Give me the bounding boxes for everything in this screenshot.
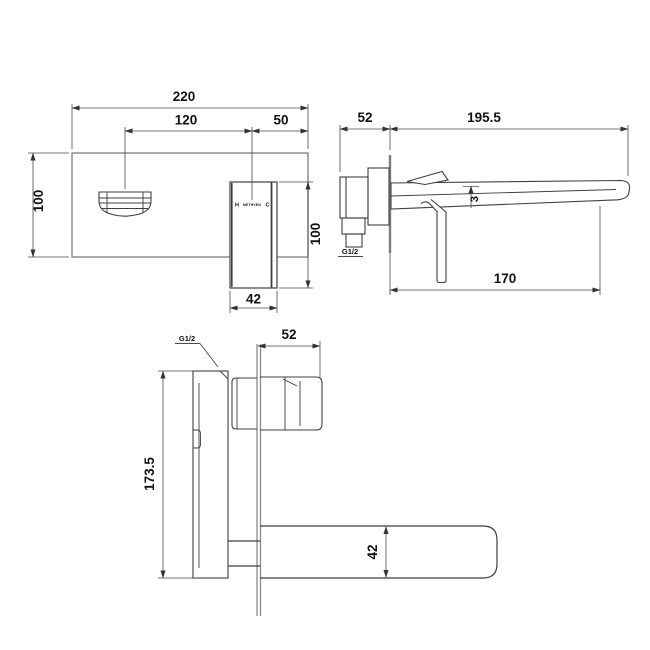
cold-indicator-label: C — [266, 203, 270, 209]
plan-spout — [228, 525, 498, 579]
dim-spout-reach: 195.5 — [467, 110, 501, 125]
front-spout-face — [98, 191, 152, 217]
front-mixer-plate: H METHVEN C — [229, 181, 278, 289]
side-valve-body — [339, 167, 390, 248]
dim-spout-center-offset: 120 — [175, 113, 198, 128]
dim-handle-center-to-edge: 50 — [273, 113, 288, 128]
dim-spout-width: 42 — [365, 544, 380, 559]
side-view: G1/2 52 195.5 — [338, 110, 631, 295]
side-inlet-thread-label: G1/2 — [342, 247, 358, 256]
plan-view-dimensions — [158, 341, 389, 579]
dim-overall-width: 220 — [173, 89, 196, 104]
dim-trim-depth: 52 — [281, 327, 296, 342]
side-lever-handle — [406, 170, 449, 284]
dim-outlet-reach: 170 — [494, 271, 517, 286]
side-spout — [390, 179, 631, 210]
plan-view: 173.5 52 42 G1/2 — [142, 327, 498, 616]
dim-mixer-plate-width: 42 — [246, 292, 261, 307]
side-view-dimensions — [339, 125, 629, 295]
dim-body-length: 173.5 — [142, 457, 157, 491]
front-view: H METHVEN C 220 — [28, 89, 323, 313]
plan-cartridge-handle — [231, 376, 323, 431]
front-view-dimensions — [28, 104, 313, 313]
plan-inlet-thread-label: G1/2 — [179, 334, 195, 343]
plan-wall-plate-edge — [256, 344, 262, 616]
brand-label: METHVEN — [243, 203, 261, 207]
plan-inwall-body — [192, 370, 229, 579]
hot-indicator-label: H — [235, 203, 239, 209]
dim-inwall-depth: 52 — [357, 110, 372, 125]
dim-plate-height: 100 — [31, 190, 46, 213]
dim-spout-taper: 3 — [469, 196, 481, 202]
dim-mixer-plate-height: 100 — [308, 223, 323, 246]
